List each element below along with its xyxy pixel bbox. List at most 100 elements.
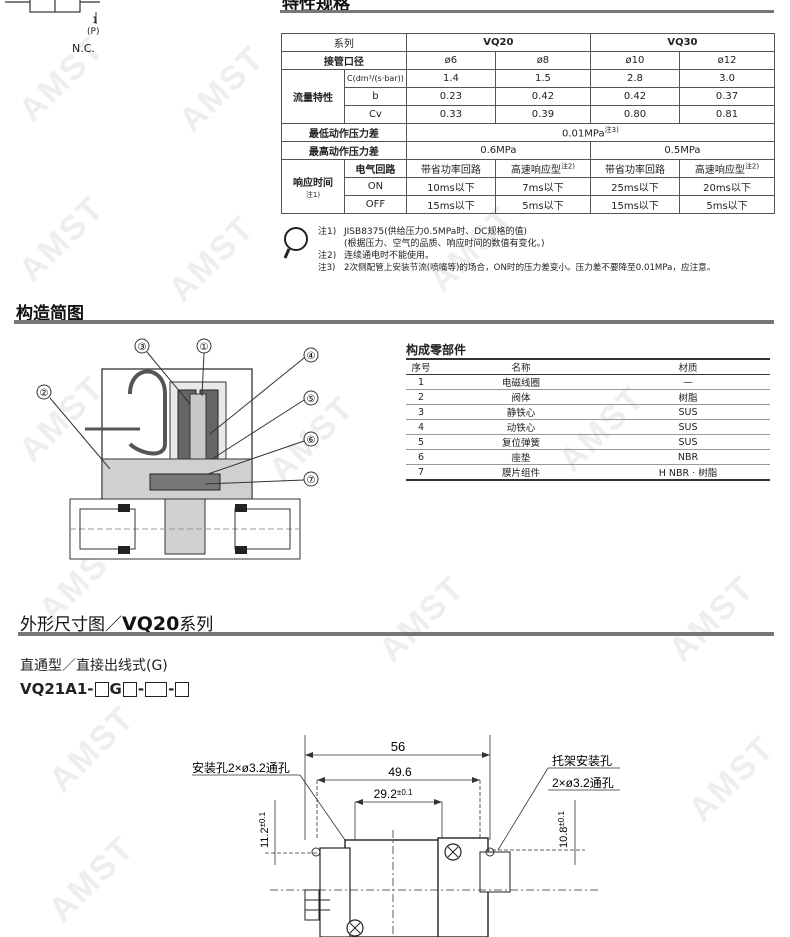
parts-header: 材质 [606, 358, 770, 375]
table-cell: 树脂 [606, 389, 770, 405]
table-cell: 20ms以下 [679, 177, 775, 196]
table-row: 4 动铁心 SUS [406, 419, 770, 435]
table-cell: 1 [406, 374, 436, 390]
nc-label: N.C. [72, 42, 95, 55]
dim-title-suffix: 系列 [179, 615, 214, 635]
circuit-a: 带省功率回路 [405, 159, 496, 178]
table-cell: 5ms以下 [679, 195, 775, 214]
watermark: AMST [11, 188, 113, 290]
model-code-c: - [137, 680, 145, 698]
table-cell: — [606, 374, 770, 390]
dim-title-model: VQ20 [122, 613, 180, 635]
callout-1: ① [196, 338, 212, 397]
table-row: 2 阀体 树脂 [406, 389, 770, 405]
table-row: 7 膜片组件 H NBR · 树脂 [406, 464, 770, 481]
model-box [175, 681, 190, 697]
c-label: C(dm³/(s·bar)) [344, 69, 407, 88]
note-tag: 注2) [318, 251, 337, 261]
header-series: 系列 [281, 33, 407, 52]
dim-56: 56 [391, 739, 405, 754]
watermark: AMST [171, 38, 273, 140]
parts-header: 名称 [436, 358, 606, 375]
table-cell: 15ms以下 [589, 195, 681, 214]
response-label: 响应时间注1) [281, 159, 345, 214]
table-cell: 0.42 [589, 87, 681, 106]
note-text: JISB8375(供给压力0.5MPa时、DC规格的值) [344, 227, 527, 237]
callout-label: ⑦ [307, 475, 316, 486]
table-cell: 动铁心 [436, 419, 606, 435]
table-cell: 7 [406, 464, 436, 481]
header-vq20: VQ20 [405, 33, 591, 52]
table-cell: 电磁线圈 [436, 374, 606, 390]
dim-11-2: 11.2±0.1 [258, 811, 271, 848]
dim-29-2: 29.2±0.1 [374, 787, 413, 801]
model-box [122, 681, 137, 697]
table-cell: 静铁心 [436, 404, 606, 420]
max-pressure-vq30: 0.5MPa [589, 141, 776, 160]
table-cell: SUS [606, 404, 770, 420]
circuit-b-text: 高速响应型 [694, 165, 745, 176]
table-cell: 0.42 [494, 87, 591, 106]
watermark: AMST [681, 728, 783, 830]
table-cell: 25ms以下 [589, 177, 681, 196]
section-bar [14, 320, 774, 324]
circuit-b-note: 注2) [744, 162, 760, 171]
max-pressure-vq20: 0.6MPa [405, 141, 591, 160]
dim-10-8: 10.8±0.1 [557, 811, 570, 848]
port-label: 接管口径 [281, 51, 407, 70]
table-cell: ø6 [405, 51, 496, 70]
model-box [94, 681, 109, 697]
watermark: AMST [41, 828, 143, 930]
table-cell: SUS [606, 419, 770, 435]
circuit-b-text: 高速响应型 [510, 165, 561, 176]
min-pressure-text: 0.01MPa [562, 128, 605, 140]
flow-label: 流量特性 [281, 69, 345, 124]
circuit-b-note: 注2) [560, 162, 576, 171]
min-pressure-label: 最低动作压力差 [281, 123, 407, 142]
table-cell: 3 [406, 404, 436, 420]
model-code-a: VQ21A1- [20, 680, 94, 698]
table-cell: 0.39 [494, 105, 591, 124]
header-vq30: VQ30 [589, 33, 776, 52]
port-number: 1 [92, 16, 98, 26]
note-line: 注1)JISB8375(供给压力0.5MPa时、DC规格的值) [318, 226, 778, 238]
note-line: (根据压力、空气的品质、响应时间的数值有变化。) [318, 238, 778, 250]
bracket-label-2: 2×ø3.2通孔 [552, 776, 614, 790]
table-cell: 1.5 [494, 69, 591, 88]
dim-10-8-value: 10.8 [558, 827, 570, 848]
table-cell: H NBR · 树脂 [606, 464, 770, 481]
table-cell: 复位弹簧 [436, 434, 606, 450]
watermark: AMST [41, 698, 143, 800]
note-text: (根据压力、空气的品质、响应时间的数值有变化。) [344, 239, 545, 249]
callout-label: ① [200, 342, 209, 353]
table-row: 3 静铁心 SUS [406, 404, 770, 420]
callout-3: ③ [134, 338, 191, 405]
circuit-a: 带省功率回路 [589, 159, 681, 178]
callout-6: ⑥ [207, 431, 319, 475]
section-bar [280, 10, 774, 13]
circuit-label: 电气回路 [344, 159, 407, 178]
table-cell: 阀体 [436, 389, 606, 405]
note-line: 注3)2次侧配管上安装节流(喷嘴等)的场合，ON时的压力差变小。压力差不要降至0… [318, 262, 778, 274]
table-cell: 15ms以下 [405, 195, 496, 214]
dim-49-6: 49.6 [388, 765, 412, 779]
table-cell: NBR [606, 449, 770, 465]
section-title-structure: 构造简图 [16, 304, 84, 324]
table-cell: 座垫 [436, 449, 606, 465]
response-text: 响应时间 [293, 177, 333, 189]
table-cell: 0.33 [405, 105, 496, 124]
table-cell: 膜片组件 [436, 464, 606, 481]
table-cell: 3.0 [679, 69, 775, 88]
table-cell: ø10 [589, 51, 681, 70]
table-cell: 2 [406, 389, 436, 405]
dim-29-2-value: 29.2 [374, 787, 398, 801]
valve-symbol [5, 0, 100, 24]
callout-4: ④ [209, 347, 319, 435]
port-sub: (P) [87, 27, 100, 37]
circuit-b: 高速响应型注2) [679, 159, 775, 178]
table-cell: 4 [406, 419, 436, 435]
note-line: 注2)连续通电时不能使用。 [318, 250, 778, 262]
b-label: b [344, 87, 407, 106]
notes: 注1)JISB8375(供给压力0.5MPa时、DC规格的值) (根据压力、空气… [318, 226, 778, 274]
parts-header: 序号 [406, 358, 436, 375]
